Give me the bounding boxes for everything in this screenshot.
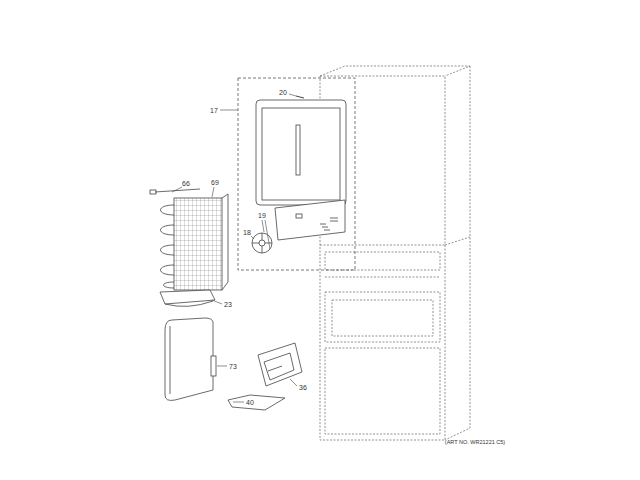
heater-tube [165,318,213,400]
cover-bracket [258,343,302,386]
evaporator-coil [150,190,156,194]
wire-part [228,395,285,410]
drain-pan [165,301,213,306]
leader-line [217,366,227,367]
heater-tube [211,356,216,376]
cabinet-outline [325,277,440,278]
cabinet-outline [445,66,470,440]
leader-line [289,94,296,96]
callout-number: 23 [224,301,232,308]
freezer-panel [275,200,345,240]
fan-part [259,240,265,246]
assembly-group-box [238,78,355,270]
leader-line [212,187,214,197]
callout-number: 73 [229,363,237,370]
leader-line [262,220,264,232]
callout-number: 69 [211,179,219,186]
art-number: (ART NO. WR21221 C5) [445,440,505,446]
callout-number: 19 [258,212,266,219]
leader-line [212,300,222,304]
cabinet-outline [320,245,445,246]
freezer-panel [296,214,302,218]
drain-pan [160,290,215,304]
leader-line [172,187,182,192]
evaporator-coil [174,198,222,290]
leader-line [265,220,270,249]
wire-part [228,395,285,410]
callout-number: 66 [182,180,190,187]
callout-number: 17 [210,107,218,114]
heater-tube [165,318,216,400]
cabinet-outline [325,292,440,342]
evaporator-coil [150,189,228,290]
cabinet-outline [325,348,440,434]
leader-line [290,379,297,386]
evaporator-coil [222,194,228,290]
freezer-panel [256,100,346,205]
freezer-panel [256,100,346,240]
callout-number: 18 [243,229,251,236]
cover-bracket [268,366,282,371]
freezer-panel [262,108,340,200]
cabinet-outline [332,300,433,336]
freezer-panel [296,125,300,175]
screw-part [296,96,304,98]
drain-pan [160,290,215,306]
cabinet-outline [445,237,470,245]
leader-line [233,402,244,403]
cover-bracket [264,353,294,380]
callout-number: 36 [299,384,307,391]
leader-line [220,110,238,111]
screw-part [296,96,304,98]
callout-number: 20 [279,89,287,96]
evaporator-coil [161,205,175,288]
leader-line [172,94,297,402]
callout-number: 40 [246,399,254,406]
cabinet-outline [325,252,440,270]
freezer-panel [320,218,338,230]
cover-bracket [258,343,302,386]
leader-line [251,236,254,239]
cabinet-outline [320,66,470,76]
heater-tube [170,326,171,394]
